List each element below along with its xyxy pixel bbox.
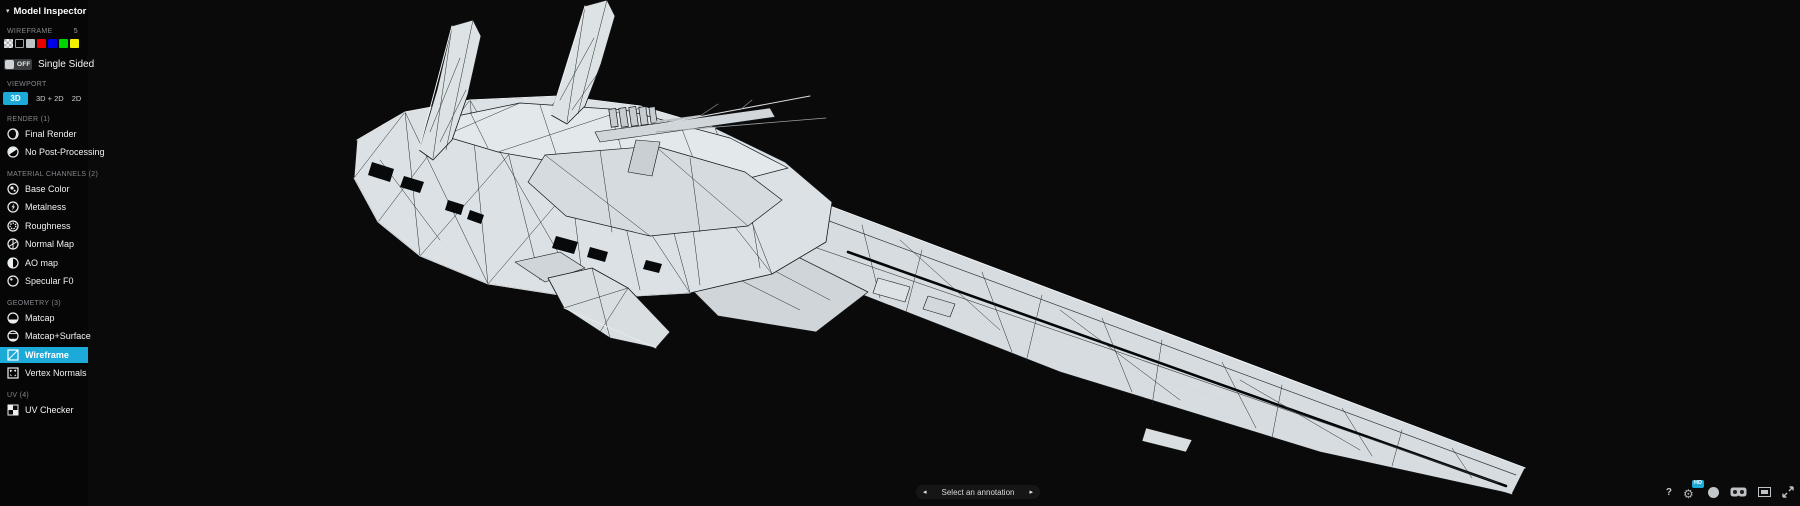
viewport-mode-2d[interactable]: 2D — [71, 94, 82, 103]
sound-icon[interactable] — [1708, 486, 1719, 498]
wireframe-color-swatch-yellow[interactable] — [70, 39, 79, 48]
toggle-knob — [5, 60, 14, 69]
model-inspector-panel: ▾ Model Inspector WIREFRAME 5 OFF Single… — [0, 0, 105, 506]
ao-map-icon — [7, 256, 19, 269]
annotation-selector[interactable]: ◂ Select an annotation ▸ — [916, 485, 1040, 499]
specular-f0-icon — [7, 275, 19, 287]
settings-button[interactable]: ⚙ HD — [1683, 480, 1704, 501]
panel-title: Model Inspector — [13, 6, 87, 17]
render-section-label: RENDER (1) — [7, 116, 51, 123]
vertex-normals-icon — [7, 367, 19, 379]
single-sided-label: Single Sided — [38, 59, 95, 70]
annotation-placeholder[interactable]: Select an annotation — [941, 487, 1015, 497]
wireframe-icon — [7, 348, 19, 361]
material-item-ao-map[interactable]: AO map — [0, 255, 88, 271]
viewer-toolbar: ? ⚙ HD — [1665, 480, 1794, 501]
help-button[interactable]: ? — [1665, 486, 1672, 498]
wireframe-color-swatches — [0, 39, 88, 48]
wireframe-color-swatch-blue[interactable] — [48, 39, 57, 48]
single-sided-row: OFF Single Sided — [4, 59, 94, 70]
viewport-mode-3d[interactable]: 3D — [3, 92, 28, 105]
viewport-section-label: VIEWPORT — [7, 81, 47, 88]
normal-map-icon — [7, 238, 19, 250]
uv-checker-icon — [7, 404, 19, 415]
matcap-icon — [7, 311, 19, 324]
wireframe-color-swatch-green[interactable] — [59, 39, 68, 48]
roughness-icon — [7, 219, 19, 232]
panel-header[interactable]: ▾ Model Inspector — [0, 0, 88, 17]
hd-badge: HD — [1692, 480, 1704, 488]
geometry-item-matcap[interactable]: Matcap — [0, 310, 88, 326]
viewport-mode-3d-2d[interactable]: 3D + 2D — [36, 94, 64, 103]
wireframe-color-swatch-white[interactable] — [4, 39, 13, 48]
fullscreen-icon[interactable] — [1782, 486, 1794, 498]
render-item-final-render[interactable]: Final Render — [0, 126, 88, 142]
geometry-item-matcap-surface[interactable]: Matcap+Surface — [0, 328, 91, 344]
previous-annotation-icon[interactable]: ◂ — [923, 488, 927, 496]
vr-icon[interactable] — [1730, 487, 1747, 498]
collapse-triangle-icon: ▾ — [6, 8, 10, 15]
material-item-normal-map[interactable]: Normal Map — [0, 236, 88, 252]
wireframe-color-swatch-black[interactable] — [15, 39, 24, 48]
material-item-base-color[interactable]: Base Color — [0, 181, 88, 197]
geometry-item-wireframe[interactable]: Wireframe — [0, 346, 88, 363]
uv-section-label: UV (4) — [7, 392, 30, 399]
no-post-processing-icon — [7, 146, 19, 158]
theater-mode-icon[interactable] — [1758, 487, 1771, 497]
wireframe-section-label: WIREFRAME 5 — [7, 28, 78, 35]
geometry-section-label: GEOMETRY (3) — [7, 300, 61, 307]
render-item-no-post-processing[interactable]: No Post-Processing — [0, 144, 105, 160]
base-color-icon — [7, 182, 19, 195]
gear-icon: ⚙ — [1683, 487, 1694, 501]
material-item-specular-f0[interactable]: Specular F0 — [0, 273, 88, 289]
next-annotation-icon[interactable]: ▸ — [1029, 488, 1033, 496]
final-render-icon — [7, 127, 19, 140]
metalness-icon — [7, 201, 19, 213]
viewport-mode-switcher: 3D 3D + 2D 2D — [3, 92, 88, 105]
single-sided-toggle[interactable]: OFF — [4, 59, 32, 70]
wireframe-color-swatch-red[interactable] — [37, 39, 46, 48]
material-item-metalness[interactable]: Metalness — [0, 199, 88, 215]
uv-item-uv-checker[interactable]: UV Checker — [0, 402, 88, 418]
wireframe-color-swatch-gray[interactable] — [26, 39, 35, 48]
geometry-item-vertex-normals[interactable]: Vertex Normals — [0, 365, 88, 381]
matcap-surface-icon — [7, 330, 19, 342]
wireframe-shortcut: 5 — [73, 28, 78, 35]
material-channels-section-label: MATERIAL CHANNELS (2) — [7, 171, 99, 178]
toggle-state-label: OFF — [17, 61, 31, 68]
material-item-roughness[interactable]: Roughness — [0, 218, 88, 234]
